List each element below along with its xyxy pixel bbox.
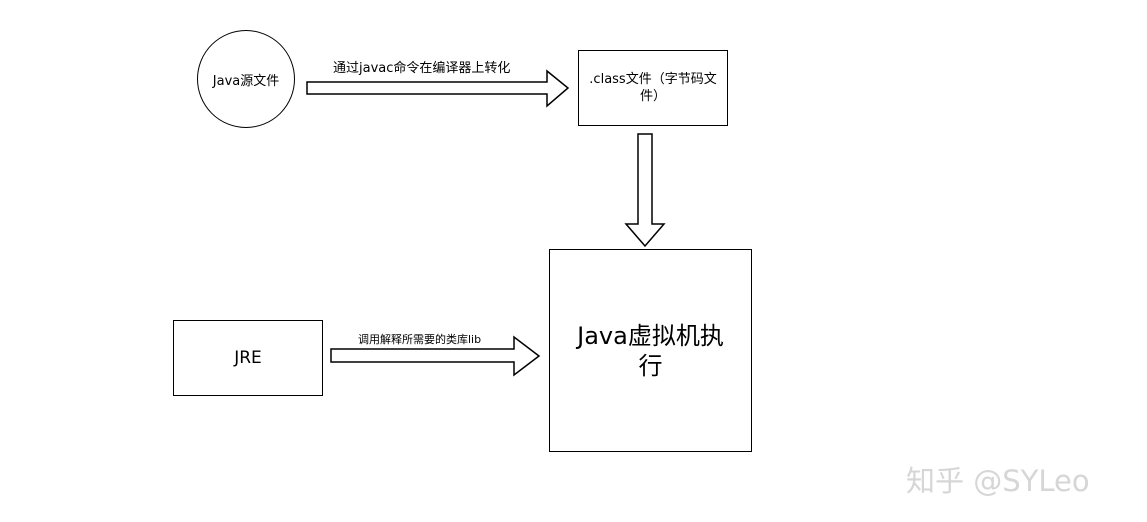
node-java-source-label: Java源文件: [212, 73, 280, 89]
arrow-compile: [306, 69, 570, 108]
watermark: 知乎 @SYLeo: [906, 464, 1090, 498]
arrow-lib: [330, 335, 541, 377]
node-jre: JRE: [173, 320, 323, 396]
node-class-file-label: .class文件（字节码文件）: [589, 72, 717, 104]
node-java-source: Java源文件: [197, 30, 295, 128]
edge-label-compile: 通过javac命令在编译器上转化: [333, 61, 511, 76]
node-jvm-label: Java虚拟机执行: [577, 321, 724, 380]
arrow-down: [624, 133, 666, 248]
node-class-file: .class文件（字节码文件）: [578, 50, 728, 126]
edge-label-lib: 调用解释所需要的类库lib: [358, 333, 482, 346]
node-jvm: Java虚拟机执行: [549, 249, 752, 452]
node-jre-label: JRE: [234, 348, 262, 368]
